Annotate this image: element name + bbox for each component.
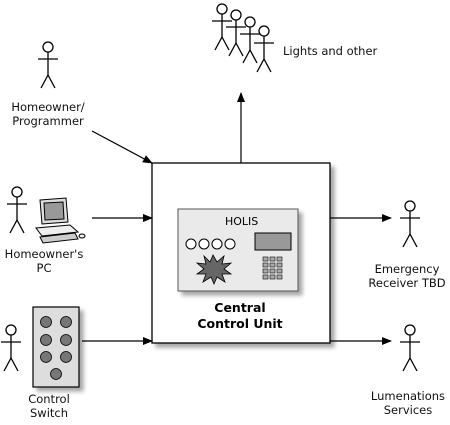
lights-label: Lights and other [283, 44, 378, 58]
actor-figure [212, 3, 232, 51]
programmer-actor-figure [38, 41, 58, 89]
central-unit-label: Central Control Unit [197, 300, 283, 331]
pc-label: Homeowner's PC [4, 247, 84, 275]
display-screen [254, 232, 292, 251]
emergency-actor-figure [400, 200, 420, 248]
pc-actor-figure [7, 186, 27, 234]
emergency-label: Emergency Receiver TBD [368, 262, 446, 290]
control-switch-panel-icon [32, 306, 80, 388]
programmer-label: Homeowner/ Programmer [11, 100, 85, 128]
lights-actor-group [212, 3, 274, 73]
actor-figure [240, 16, 260, 64]
indicator-light [224, 238, 236, 250]
arrow-from-programmer [91, 130, 153, 164]
lumenations-label: Lumenations Services [370, 389, 446, 417]
computer-icon [35, 197, 86, 244]
switch-actor-figure [1, 324, 21, 372]
holis-panel [177, 208, 299, 292]
indicator-light [211, 238, 223, 250]
actor-figure [226, 9, 246, 57]
indicator-light [185, 238, 197, 250]
keypad-icon [262, 256, 283, 280]
actor-figure [254, 25, 274, 73]
lumenations-actor-figure [400, 324, 420, 372]
burst-icon [195, 254, 233, 286]
central-control-unit [151, 162, 331, 344]
control-switch-label: Control Switch [28, 392, 70, 420]
panel-title: HOLIS [225, 215, 259, 228]
indicator-light [198, 238, 210, 250]
